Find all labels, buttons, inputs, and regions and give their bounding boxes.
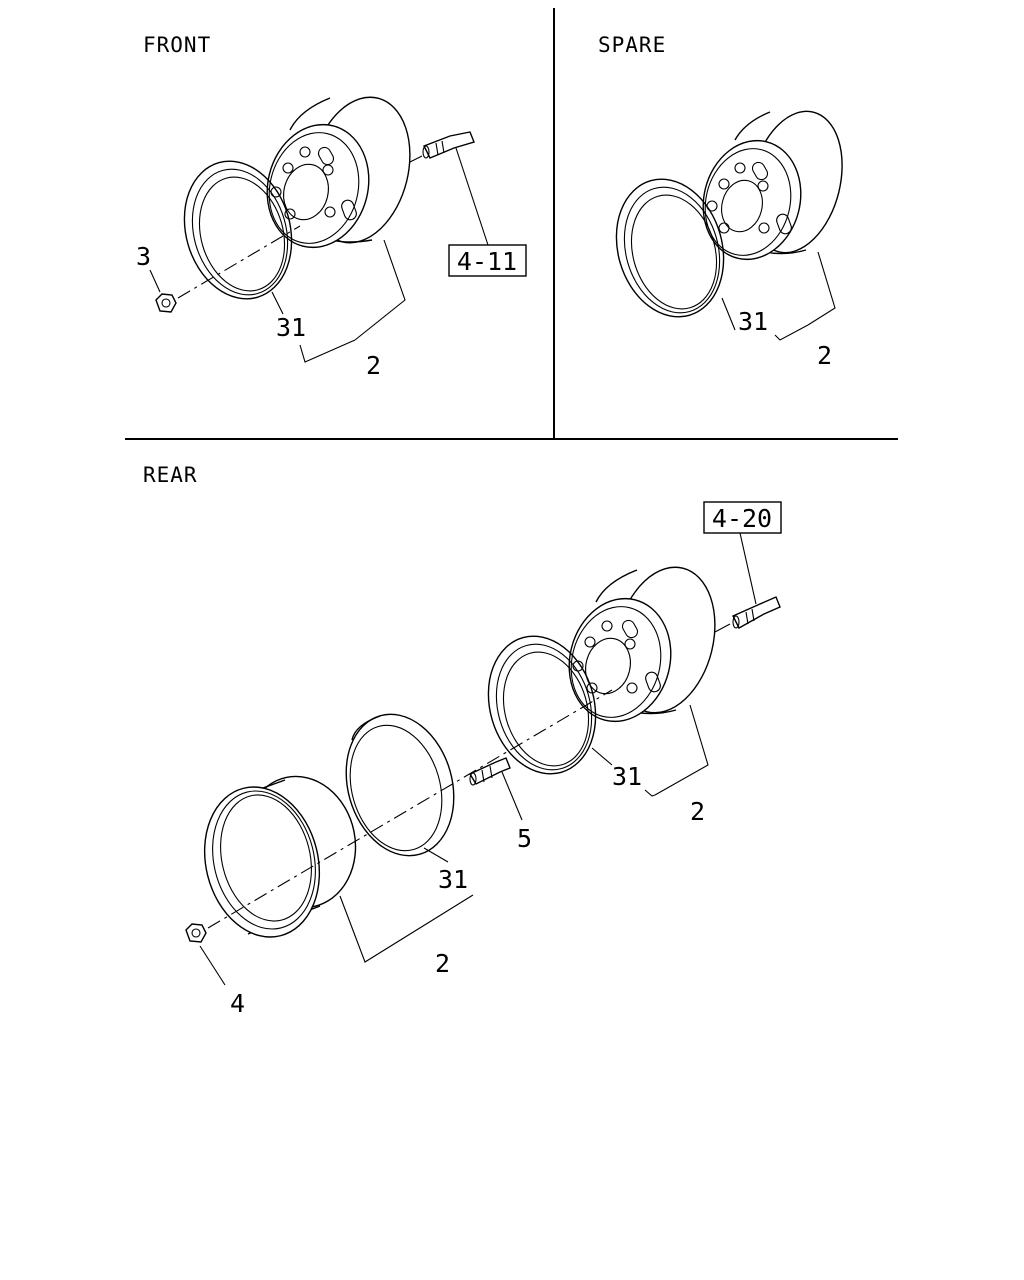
front-nut (155, 293, 177, 313)
spare-wheel (702, 110, 843, 261)
front-stud (422, 131, 475, 159)
callout-front-nut: 3 (136, 242, 151, 271)
rear-ref-box (703, 501, 782, 534)
section-title-front: FRONT (143, 33, 211, 57)
callout-rear-inner-ring: 31 (612, 762, 642, 791)
rear-outer-wheel (203, 775, 357, 938)
rear-inner-nut (468, 757, 511, 786)
rear-inner-ring (487, 635, 597, 775)
callout-spare-wheel: 2 (817, 341, 832, 370)
callout-rear-nut: 4 (230, 989, 245, 1018)
rear-stud (732, 596, 781, 629)
front-ref-label: 4-11 (457, 247, 517, 276)
front-wheel (266, 96, 411, 249)
rear-assembly: 4-20 31 2 5 31 2 4 (185, 501, 782, 1018)
front-assembly: 4-11 3 31 2 (136, 96, 527, 380)
front-ring (183, 160, 293, 300)
callout-front-ring: 31 (276, 313, 306, 342)
front-ref-box (448, 244, 527, 277)
spare-ring (615, 178, 725, 318)
callout-spare-ring: 31 (738, 307, 768, 336)
rear-inner-wheel (568, 566, 716, 723)
rear-nut (185, 923, 207, 943)
callout-rear-outer-wheel: 2 (435, 949, 450, 978)
callout-front-wheel: 2 (366, 351, 381, 380)
rear-ref-label: 4-20 (712, 504, 772, 533)
section-title-spare: SPARE (598, 33, 666, 57)
callout-rear-inner-nut: 5 (517, 824, 532, 853)
callout-rear-outer-ring: 31 (438, 865, 468, 894)
callout-rear-wheel: 2 (690, 797, 705, 826)
spare-assembly: 31 2 (615, 110, 843, 370)
section-title-rear: REAR (143, 463, 198, 487)
rear-outer-ring (345, 713, 455, 857)
